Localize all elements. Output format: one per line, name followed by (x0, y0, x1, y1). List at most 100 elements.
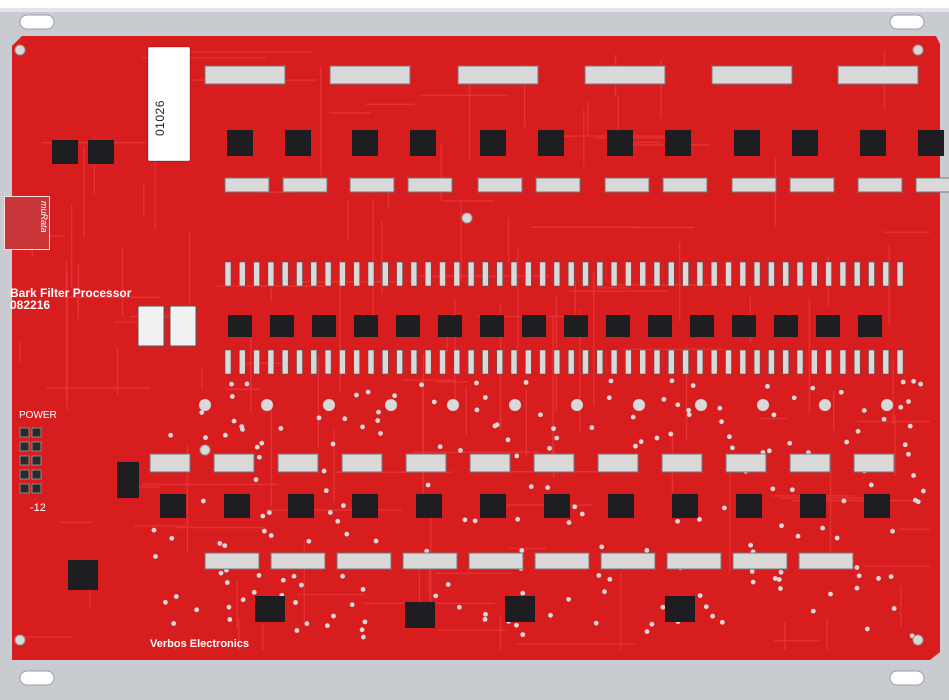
via-pad (547, 445, 552, 451)
mounting-pad (14, 634, 26, 646)
via-pad (304, 621, 310, 627)
via-pad (425, 482, 431, 488)
via-pad (360, 424, 365, 430)
via-pad (456, 604, 462, 610)
via-pad (256, 454, 262, 460)
via-pad (199, 410, 205, 415)
via-pad (324, 623, 330, 629)
resistor-array (469, 453, 511, 473)
smd-resistor (582, 261, 589, 287)
mounting-slot (889, 670, 925, 686)
smd-resistor (682, 349, 689, 375)
via-pad (710, 613, 716, 619)
serial-sticker: 01026 (148, 47, 190, 161)
smd-resistor (868, 261, 875, 287)
smd-resistor (367, 349, 375, 375)
smd-resistor (281, 349, 289, 375)
via-pad (909, 633, 915, 639)
resistor-array (277, 453, 319, 473)
via-pad (340, 573, 345, 579)
via-pad (163, 599, 168, 605)
resistor-array (666, 552, 722, 570)
via-pad (262, 528, 267, 534)
via-pad (856, 573, 862, 579)
ic-chip (52, 140, 78, 164)
via-pad (608, 378, 614, 384)
smd-resistor (768, 349, 775, 375)
via-pad (660, 604, 666, 610)
smd-resistor (324, 349, 332, 375)
smd-resistor (296, 261, 303, 287)
resistor-array (533, 453, 575, 473)
smd-resistor (239, 349, 246, 375)
ic-chip (918, 130, 944, 156)
smd-resistor (410, 261, 418, 287)
ic-chip (858, 315, 882, 337)
via-pad (654, 435, 660, 441)
smd-resistor (810, 261, 818, 287)
ic-chip (505, 596, 535, 622)
smd-resistor (310, 261, 318, 287)
resistor-array (535, 177, 581, 193)
ic-chip (800, 494, 826, 518)
smd-resistor (553, 349, 561, 375)
via-pad (766, 448, 772, 454)
resistor-array (407, 177, 453, 193)
via-pad (200, 498, 206, 504)
resistor-array (204, 552, 260, 570)
dip-switch-label: muRata (39, 201, 49, 233)
smd-resistor (625, 261, 632, 287)
resistor-array (282, 177, 328, 193)
smd-resistor (810, 349, 818, 375)
via-pad (437, 444, 443, 450)
dip-switch: muRata (4, 196, 50, 250)
via-pad (633, 399, 645, 411)
via-pad (240, 426, 245, 432)
resistor-array (732, 552, 788, 570)
resistor-array (204, 65, 286, 85)
via-pad (607, 576, 613, 582)
smd-resistor (253, 349, 260, 375)
smd-resistor (868, 349, 875, 375)
via-pad (474, 380, 479, 386)
capacitor (169, 305, 197, 347)
mounting-slot (889, 14, 925, 30)
smd-resistor (482, 349, 489, 375)
via-pad (240, 597, 246, 603)
via-pad (844, 439, 850, 445)
via-pad (554, 435, 560, 441)
via-pad (378, 431, 383, 436)
board-title: Bark Filter Processor (10, 286, 132, 300)
via-pad (229, 381, 234, 387)
smd-resistor (753, 349, 761, 375)
via-pad (864, 626, 870, 632)
smd-resistor (453, 261, 461, 287)
ic-chip (665, 130, 691, 156)
smd-resistor (482, 261, 489, 287)
via-pad (365, 389, 371, 395)
via-pad (566, 520, 572, 525)
via-pad (520, 590, 526, 596)
via-pad (911, 378, 917, 384)
smd-resistor (725, 349, 732, 375)
ic-chip (160, 494, 186, 518)
via-pad (153, 554, 158, 559)
via-pad (810, 385, 816, 391)
maker-label: Verbos Electronics (150, 638, 250, 650)
smd-resistor (739, 261, 747, 287)
ic-chip (864, 494, 890, 518)
via-pad (482, 395, 488, 400)
ic-chip (648, 315, 672, 337)
smd-resistor (439, 349, 446, 375)
ic-chip (672, 494, 698, 518)
via-pad (514, 453, 520, 459)
via-pad (593, 620, 599, 626)
resistor-array (213, 453, 255, 473)
smd-resistor (596, 349, 604, 375)
resistor-array (789, 453, 831, 473)
via-pad (778, 569, 784, 575)
smd-resistor (381, 349, 389, 375)
via-pad (260, 513, 266, 519)
via-pad (316, 415, 322, 421)
smd-resistor (796, 349, 804, 375)
